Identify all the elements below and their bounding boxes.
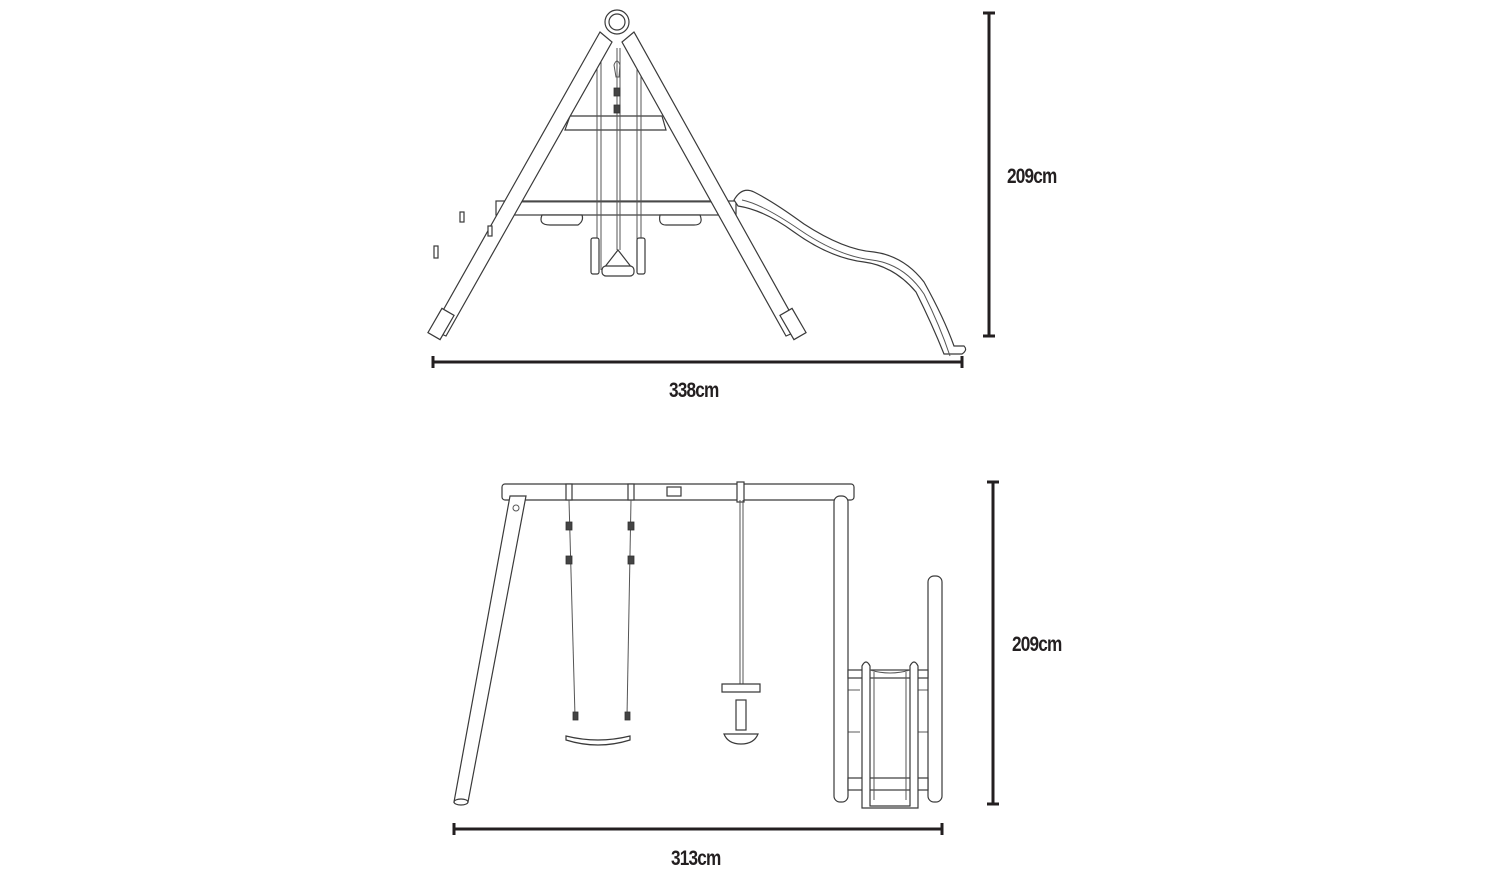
glider [721, 500, 761, 745]
swing-chains [590, 48, 646, 277]
side-view-drawing [427, 9, 995, 368]
height-dimension-line [983, 11, 995, 338]
side-view-width-label: 338cm [669, 379, 719, 402]
right-upright [833, 495, 943, 803]
front-height-dimension-line [987, 480, 999, 806]
slide [733, 189, 967, 357]
width-dimension-line [431, 356, 964, 368]
side-view: 209cm 338cm [427, 9, 1057, 402]
left-leg [453, 495, 527, 806]
front-width-dimension-line [452, 823, 944, 835]
front-view-height-label: 209cm [1012, 633, 1062, 656]
belt-swing [565, 499, 635, 746]
slide-front [861, 661, 919, 809]
side-view-height-label: 209cm [1007, 165, 1057, 188]
a-frame [427, 9, 807, 341]
top-beam [501, 481, 855, 503]
front-view-width-label: 313cm [671, 847, 721, 870]
